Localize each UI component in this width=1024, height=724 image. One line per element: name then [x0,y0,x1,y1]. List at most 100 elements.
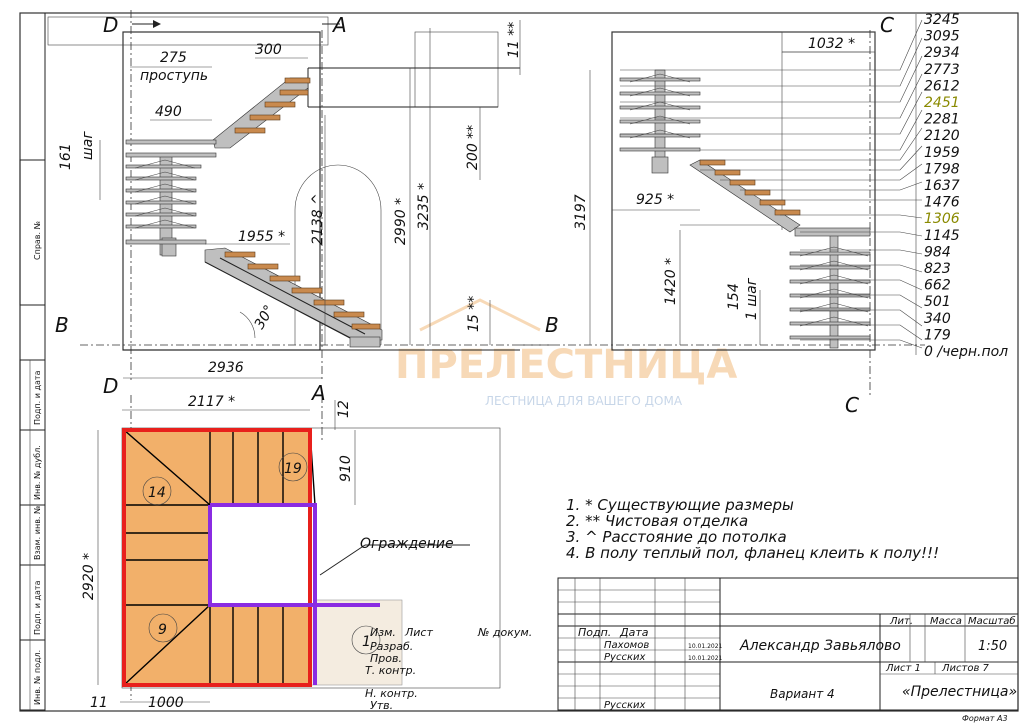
dim-300: 300 [255,42,282,58]
tb-lit: Лит. [889,616,913,627]
tb-name-1: Пахомов [604,640,649,651]
level-mark: 2934 [924,45,960,61]
dim-2920: 2920 * [81,553,97,600]
elevation-left: D A B 275 проступь 300 490 161 шаг 1955 … [47,10,555,380]
level-mark: 984 [924,244,951,260]
dim-1420: 1420 * [663,258,679,305]
section-c-top: C [880,13,894,37]
note-3: 3. ^ Расстояние до потолка [566,528,787,546]
step-14: 14 [148,485,166,501]
level-mark: 1798 [924,161,960,177]
stamp-podp-data-2: Подп. и дата [33,580,42,635]
level-mark: 2120 [924,128,960,144]
dim-shag: шаг [80,131,96,160]
section-b-right: B [545,313,559,337]
dim-2138: 2138 ^ [310,193,326,245]
railing-label: Ограждение [360,536,454,552]
dim-2936: 2936 [208,360,244,376]
elevation-right: C B C 1032 * 3197 925 * 1420 * 154 1 шаг… [520,12,1008,417]
dim-11: 11 ** [506,22,522,58]
tb-tkontr: Т. контр. [365,664,416,677]
side-stamp: Справ. № Подп. и дата Инв. № дубл. Взам.… [19,159,46,711]
dim-161: 161 [58,143,74,170]
section-a-plan: A [310,381,326,405]
tb-utv: Утв. [370,699,393,712]
level-mark: 662 [924,278,951,294]
note-4: 4. В полу теплый пол, фланец клеить к по… [566,544,939,562]
section-a-top: A [331,13,347,37]
watermark-subtitle: ЛЕСТНИЦА ДЛЯ ВАШЕГО ДОМА [485,394,683,408]
section-d-plan: D [103,374,118,398]
dim-1032: 1032 * [808,36,855,52]
level-mark: 1145 [924,228,960,244]
tb-variant: Вариант 4 [770,687,835,701]
level-mark: 2773 [924,62,960,78]
level-mark: 1637 [924,178,960,194]
dim-275: 275 [160,50,187,66]
dim-200: 200 ** [465,125,481,170]
tb-izm: Изм. [370,626,396,639]
tb-data: Дата [619,626,649,639]
dim-2117: 2117 * [188,394,235,410]
step-1: 1 [362,634,371,650]
dim-3197: 3197 [573,194,589,230]
level-mark: 1476 [924,195,960,211]
tb-format: Формат А3 [962,714,1008,723]
section-d-top: D [103,13,118,37]
dim-154: 154 [726,283,742,310]
tb-list1: Лист 1 [885,663,921,674]
level-mark: 2451 [924,95,960,111]
level-mark: 823 [924,261,951,277]
level-mark: 179 [924,327,951,343]
watermark-title: ПРЕЛЕСТНИЦА [395,342,737,388]
level-mark: 0 /черн.пол [924,344,1008,360]
stamp-inv-dubl: Инв. № дубл. [33,445,42,500]
note-2: 2. ** Чистовая отделка [566,512,748,530]
tb-company: «Прелестница» [902,684,1017,700]
dim-3235: 3235 * [416,183,432,230]
level-mark: 2612 [924,78,960,94]
note-1: 1. * Существующие размеры [566,496,794,514]
tb-massa: Масса [930,616,962,627]
tb-nkontr: Н. контр. [365,687,418,700]
tb-doc: № докум. [477,626,532,639]
tb-list: Лист [404,626,433,639]
tb-name-3: Русских [604,700,645,711]
stair-angle: 30° [252,302,278,332]
dim-1shag: 1 шаг [744,277,760,320]
plan-view: D A 2117 * 12 910 2920 * 11 1000 14 19 9… [81,374,501,711]
dim-plan-11: 11 [90,695,108,711]
section-b-left: B [55,313,69,337]
dim-1000: 1000 [148,695,184,711]
watermark: ПРЕЛЕСТНИЦА ЛЕСТНИЦА ДЛЯ ВАШЕГО ДОМА [395,298,737,408]
tb-date-2: 10.01.2021 [688,655,723,662]
tb-prov: Пров. [370,652,402,665]
tb-masshtab: Масштаб [968,615,1016,627]
level-mark: 501 [924,294,951,310]
stamp-sprav: Справ. № [33,220,42,260]
tb-author: Александр Завьялово [739,638,901,654]
stamp-podp-data-1: Подп. и дата [33,370,42,425]
level-mark: 3245 [924,12,960,28]
dim-2990: 2990 * [393,198,409,245]
stamp-inv-podl: Инв. № подл. [33,650,42,705]
level-mark: 340 [924,311,951,327]
level-mark: 1306 [924,211,960,227]
level-marks: 3245309529342773261224512281212019591798… [924,12,1008,360]
tb-razrab: Разраб. [370,640,413,653]
tb-listov: Листов 7 [941,663,990,674]
step-9: 9 [158,622,167,638]
level-mark: 2281 [924,112,960,128]
dim-proступь: проступь [140,68,208,84]
step-19: 19 [284,461,302,477]
dim-925: 925 * [636,192,674,208]
level-mark: 3095 [924,29,960,45]
tb-name-2: Русских [604,652,645,663]
notes: 1. * Существующие размеры 2. ** Чистовая… [566,496,939,562]
level-mark: 1959 [924,145,960,161]
tb-podp: Подп. [578,626,611,639]
dim-910: 910 [338,455,354,482]
title-block: Изм. Лист № докум. Подп. Дата Разраб. Пр… [365,577,1019,723]
stamp-vzam-inv: Взам. инв. № [33,505,42,560]
dim-490: 490 [155,104,182,120]
